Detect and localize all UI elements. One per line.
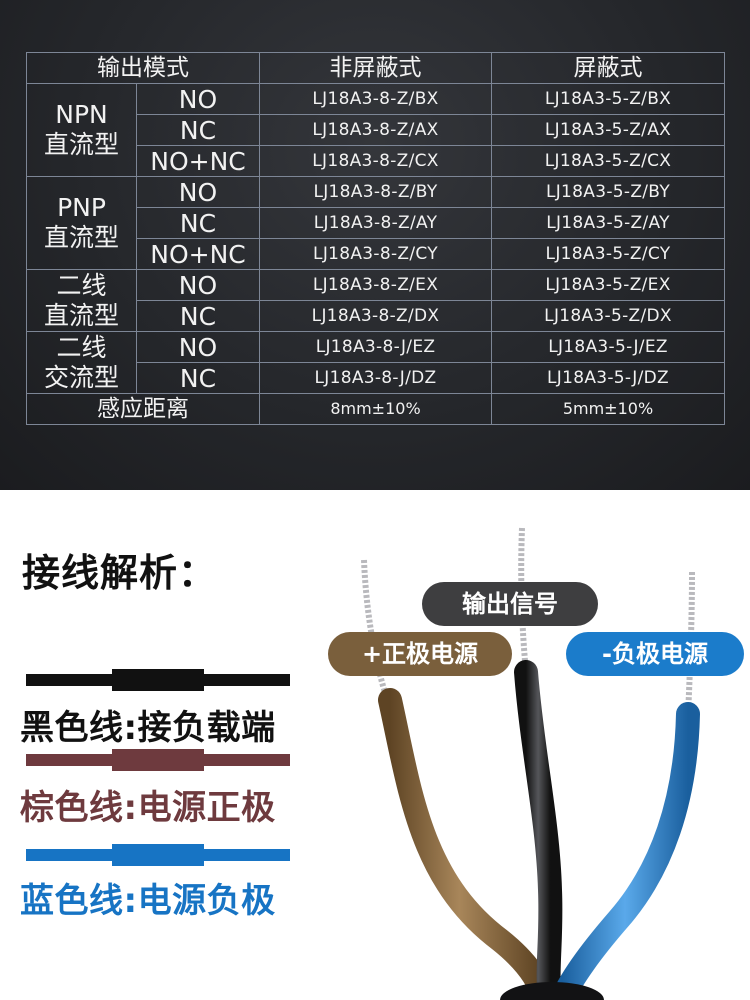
table-row: PNP 直流型 NO LJ18A3-8-Z/BY LJ18A3-5-Z/BY [26, 176, 725, 270]
mode-cell: NO [136, 83, 260, 115]
distance-label: 感应距离 [26, 393, 260, 425]
black-wire-legend-bar [26, 669, 290, 691]
model-cell: LJ18A3-8-Z/CY [259, 238, 492, 270]
mode-cell: NO+NC [136, 145, 260, 177]
model-cell: LJ18A3-8-Z/DX [259, 300, 492, 332]
model-cell: LJ18A3-5-J/EZ [491, 331, 725, 363]
distance-row: 感应距离 8mm±10% 5mm±10% [26, 393, 725, 425]
cable-jacket [500, 982, 604, 1000]
model-cell: LJ18A3-5-Z/CX [491, 145, 725, 177]
model-cell: LJ18A3-8-J/EZ [259, 331, 492, 363]
table-row: 二线 交流型 NO LJ18A3-8-J/EZ LJ18A3-5-J/EZ [26, 331, 725, 394]
group-label-npn: NPN 直流型 [26, 83, 137, 177]
distance-shielded: 5mm±10% [491, 393, 725, 425]
table-row: NC LJ18A3-8-Z/AX LJ18A3-5-Z/AX [27, 114, 725, 146]
mode-cell: NO [136, 331, 260, 363]
header-mode: 输出模式 [26, 52, 260, 84]
model-cell: LJ18A3-8-J/DZ [259, 362, 492, 394]
wiring-title: 接线解析： [22, 551, 218, 595]
group-label-two-wire-dc: 二线 直流型 [26, 269, 137, 332]
blue-wire [550, 702, 700, 1000]
mode-cell: NO+NC [136, 238, 260, 270]
black-wire [514, 660, 563, 1000]
model-cell: LJ18A3-5-Z/BX [491, 83, 725, 115]
model-cell: LJ18A3-8-Z/EX [259, 269, 492, 301]
model-cell: LJ18A3-5-J/DZ [491, 362, 725, 394]
table-row: 二线 直流型 NO LJ18A3-8-Z/EX LJ18A3-5-Z/EX [26, 269, 725, 332]
group-label-two-wire-ac: 二线 交流型 [26, 331, 137, 394]
table-row: NO+NC LJ18A3-8-Z/CY LJ18A3-5-Z/CY [27, 238, 725, 270]
model-cell: LJ18A3-5-Z/CY [491, 238, 725, 270]
distance-unshielded: 8mm±10% [259, 393, 492, 425]
spec-table: 输出模式 非屏蔽式 屏蔽式 NPN 直流型 NO LJ18A3-8-Z/BX L… [26, 52, 725, 425]
model-cell: LJ18A3-5-Z/AY [491, 207, 725, 239]
header-shielded: 屏蔽式 [491, 52, 725, 84]
brown-wire-legend-text: 棕色线:电源正极 [20, 788, 276, 828]
table-row: NC LJ18A3-8-J/DZ LJ18A3-5-J/DZ [27, 362, 725, 394]
label-negative-power: -负极电源 [566, 632, 744, 676]
model-cell: LJ18A3-5-Z/BY [491, 176, 725, 208]
model-cell: LJ18A3-8-Z/CX [259, 145, 492, 177]
model-cell: LJ18A3-8-Z/AX [259, 114, 492, 146]
table-row: NO+NC LJ18A3-8-Z/CX LJ18A3-5-Z/CX [27, 145, 725, 177]
header-unshielded: 非屏蔽式 [259, 52, 492, 84]
brown-wire-legend-bar [26, 749, 290, 771]
model-cell: LJ18A3-5-Z/DX [491, 300, 725, 332]
group-label-pnp: PNP 直流型 [26, 176, 137, 270]
wire-illustration [361, 527, 700, 1000]
model-cell: LJ18A3-8-Z/AY [259, 207, 492, 239]
mode-cell: NC [136, 300, 260, 332]
model-cell: LJ18A3-5-Z/AX [491, 114, 725, 146]
mode-cell: NC [136, 114, 260, 146]
brown-wire [378, 688, 556, 1000]
model-cell: LJ18A3-5-Z/EX [491, 269, 725, 301]
label-positive-power: +正极电源 [328, 632, 512, 676]
table-header-row: 输出模式 非屏蔽式 屏蔽式 [26, 52, 725, 84]
mode-cell: NC [136, 207, 260, 239]
blue-wire-legend-bar [26, 844, 290, 866]
blue-wire-legend-text: 蓝色线:电源负极 [20, 881, 276, 921]
table-row: NPN 直流型 NO LJ18A3-8-Z/BX LJ18A3-5-Z/BX [26, 83, 725, 177]
mode-cell: NC [136, 362, 260, 394]
model-cell: LJ18A3-8-Z/BX [259, 83, 492, 115]
spec-panel: 输出模式 非屏蔽式 屏蔽式 NPN 直流型 NO LJ18A3-8-Z/BX L… [0, 0, 750, 490]
table-row: NC LJ18A3-8-Z/DX LJ18A3-5-Z/DX [27, 300, 725, 332]
mode-cell: NO [136, 176, 260, 208]
mode-cell: NO [136, 269, 260, 301]
brown-wire-strand-icon [361, 559, 391, 703]
model-cell: LJ18A3-8-Z/BY [259, 176, 492, 208]
label-output-signal: 输出信号 [422, 582, 598, 626]
black-wire-legend-text: 黑色线:接负载端 [20, 708, 276, 748]
